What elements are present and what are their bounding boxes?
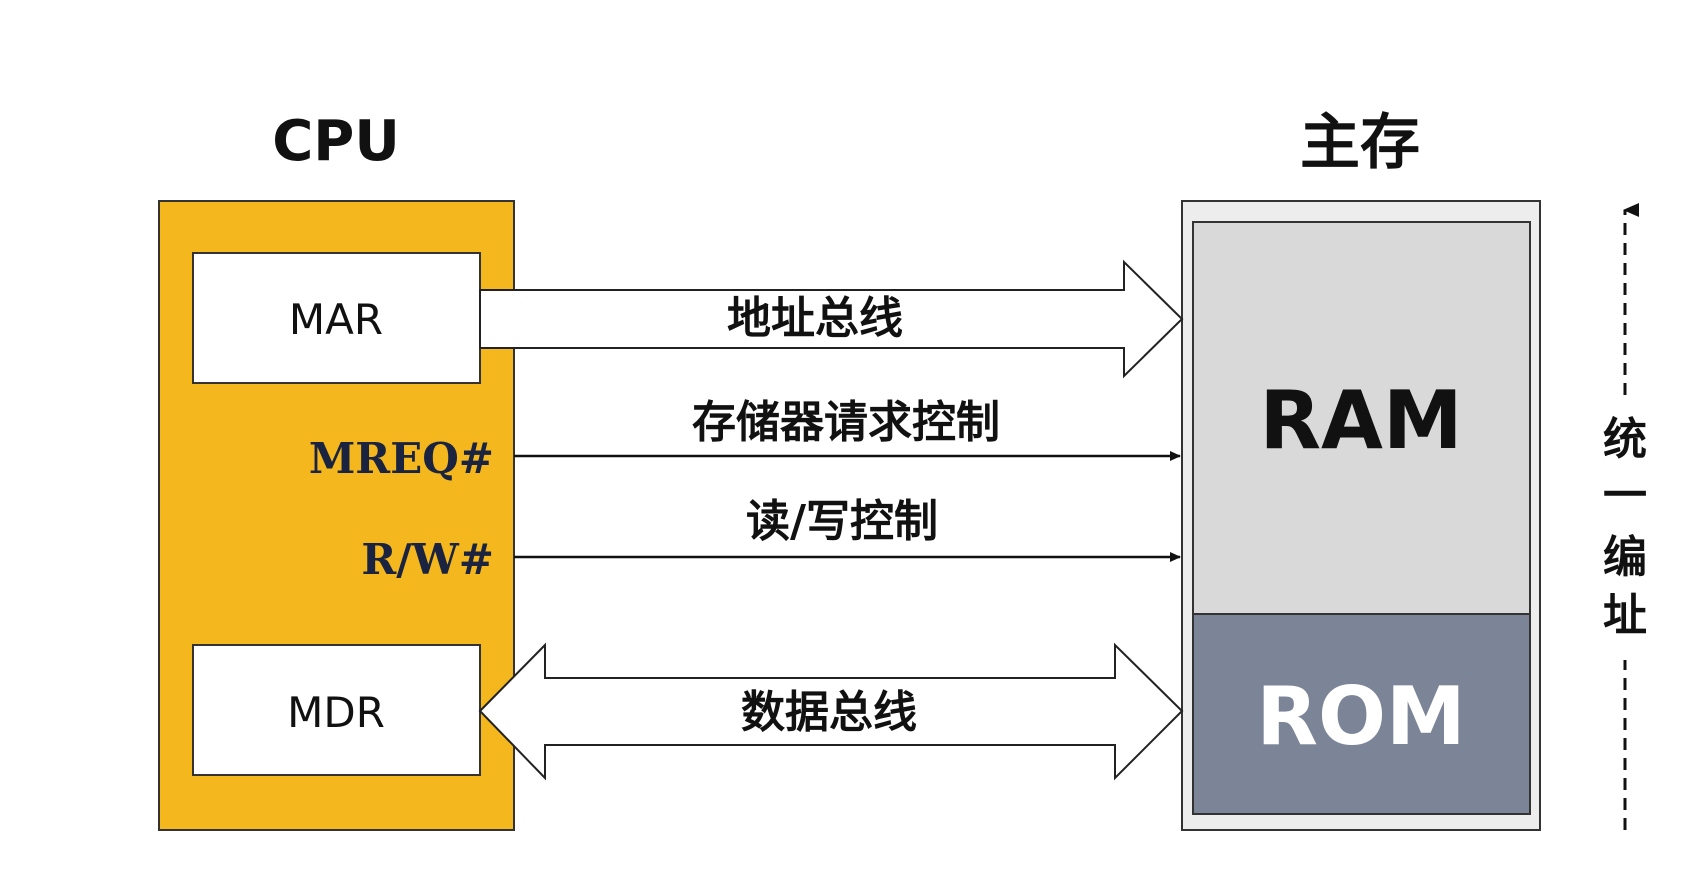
mreq-signal-label: MREQ# xyxy=(309,434,494,483)
ram-region xyxy=(1192,221,1531,615)
mem-request-label: 存储器请求控制 xyxy=(692,397,1000,448)
mar-register xyxy=(192,252,481,384)
side-label-char-2: 一 xyxy=(1603,470,1647,521)
ram-label: RAM xyxy=(1259,374,1462,467)
rw-control-label: 读/写控制 xyxy=(746,496,938,547)
address-bus-arrow xyxy=(479,259,1184,379)
side-label-char-4: 址 xyxy=(1603,590,1647,641)
mdr-label: MDR xyxy=(287,688,385,737)
data-bus-arrow xyxy=(478,642,1184,781)
mdr-register xyxy=(192,644,481,776)
cpu-title: CPU xyxy=(272,109,400,174)
rw-signal-label: R/W# xyxy=(361,535,494,584)
side-label-char-1: 统 xyxy=(1603,414,1647,465)
memory-title: 主存 xyxy=(1300,108,1420,178)
address-bus-label: 地址总线 xyxy=(727,293,903,344)
rom-region xyxy=(1192,613,1531,815)
mar-label: MAR xyxy=(289,295,383,344)
data-bus-label: 数据总线 xyxy=(741,687,917,738)
rom-label: ROM xyxy=(1256,670,1465,763)
side-label-char-3: 编 xyxy=(1603,532,1647,583)
